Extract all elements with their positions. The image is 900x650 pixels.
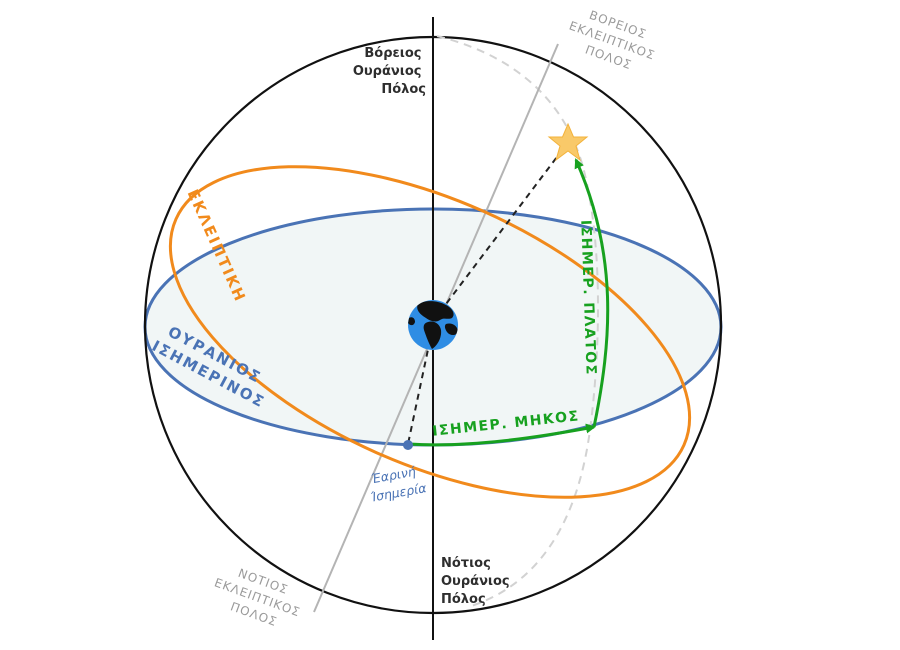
north-celestial-pole-label: Βόρειος Ουράνιος Πόλος xyxy=(353,46,426,97)
declination-arrow xyxy=(574,158,610,428)
earth-to-star-line xyxy=(439,144,567,313)
vernal-equinox-point xyxy=(403,440,413,450)
right-ascension-arrow xyxy=(408,423,596,447)
north-ecliptic-pole-label: ΒΟΡΕΙΟΣ ΕΚΛΕΙΠΤΙΚΟΣ ΠΟΛΟΣ xyxy=(561,3,667,81)
south-celestial-pole-label: Νότιος Ουράνιος Πόλος xyxy=(441,556,514,607)
ecliptic-orbit xyxy=(168,165,692,499)
star-icon xyxy=(547,122,589,162)
south-ecliptic-pole-label: ΝΟΤΙΟΣ ΕΚΛΕΙΠΤΙΚΟΣ ΠΟΛΟΣ xyxy=(207,559,313,637)
earth-globe-icon xyxy=(408,300,458,350)
hour-circle-dashed xyxy=(436,35,600,608)
earth-to-equinox-line xyxy=(407,339,431,445)
declination-label: ΙΣΗΜΕΡ. ΠΛΑΤΟΣ xyxy=(577,220,598,376)
